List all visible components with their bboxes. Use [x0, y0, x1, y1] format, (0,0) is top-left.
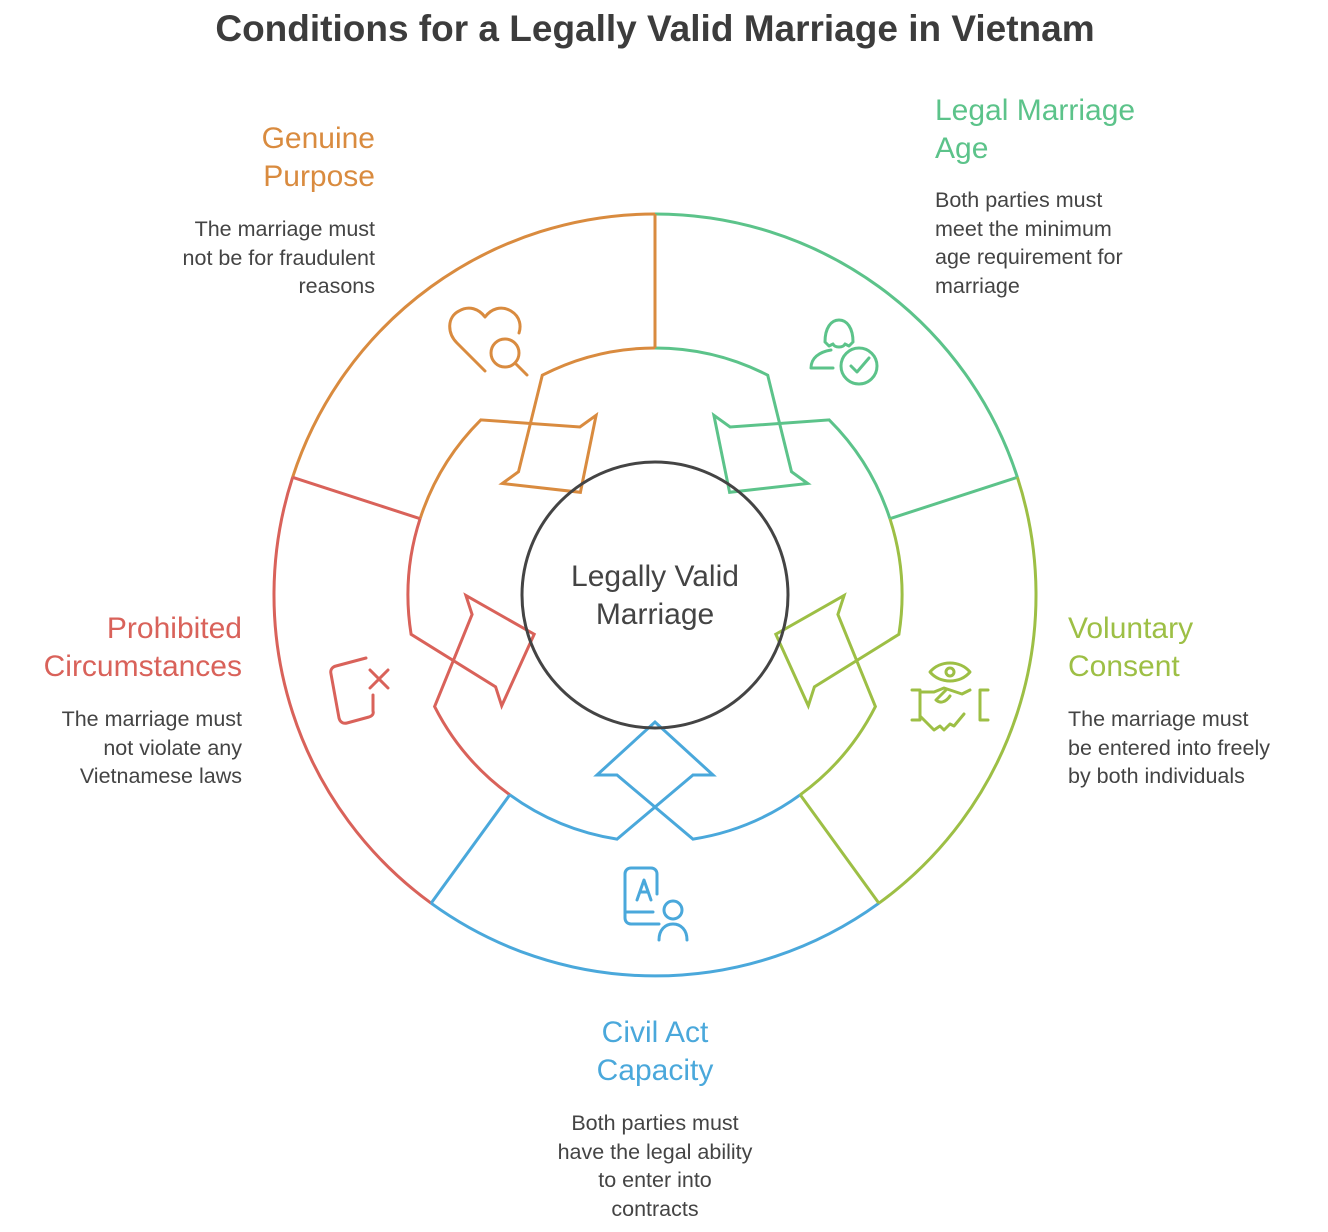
- center-label-line1: Legally Valid: [571, 560, 739, 593]
- arrow-voluntary-consent: [773, 518, 904, 797]
- outer-arc-voluntary-consent: [878, 476, 1038, 905]
- label-title-line: Age: [935, 132, 989, 165]
- desc-line: contracts: [611, 1196, 699, 1221]
- desc-legal-marriage-age: Both parties must meet the minimum age r…: [935, 186, 1123, 300]
- label-title-line: Civil Act: [601, 1016, 709, 1049]
- label-voluntary-consent: Voluntary Consent: [1068, 610, 1193, 686]
- label-title-line: Purpose: [263, 160, 375, 193]
- outer-arc-prohibited-circumstances: [272, 476, 432, 905]
- desc-line: Vietnamese laws: [79, 764, 242, 788]
- arrow-civil-act-capacity: [508, 719, 802, 841]
- label-title-line: Legal Marriage: [935, 94, 1136, 127]
- desc-line: meet the minimum: [935, 216, 1112, 241]
- outer-arc-genuine-purpose: [291, 212, 656, 478]
- desc-line: Both parties must: [935, 188, 1103, 212]
- desc-line: not violate any: [103, 735, 242, 760]
- desc-prohibited-circumstances: The marriage must not violate any Vietna…: [0, 705, 242, 791]
- center-circle: [520, 460, 790, 730]
- desc-line: be entered into freely: [1068, 735, 1270, 760]
- label-civil-act-capacity: Civil Act Capacity: [455, 1014, 855, 1090]
- label-genuine-purpose: Genuine Purpose: [75, 120, 375, 196]
- arrow-legal-marriage-age: [654, 346, 892, 520]
- arrow-prohibited-circumstances: [406, 518, 537, 797]
- desc-line: not be for fraudulent: [182, 245, 375, 270]
- desc-voluntary-consent: The marriage must be entered into freely…: [1068, 705, 1270, 791]
- desc-line: marriage: [935, 273, 1020, 298]
- desc-line: by both individuals: [1068, 764, 1245, 788]
- desc-line: The marriage must: [1068, 707, 1249, 731]
- arrow-genuine-purpose: [418, 346, 656, 520]
- outer-arc-civil-act-capacity: [430, 901, 880, 978]
- desc-line: have the legal ability: [557, 1139, 753, 1164]
- desc-line: to enter into: [598, 1168, 712, 1192]
- contract-person-icon: [623, 866, 689, 942]
- label-title-line: Voluntary: [1068, 612, 1194, 645]
- user-check-icon: [809, 318, 879, 386]
- diagram-title: Conditions for a Legally Valid Marriage …: [215, 8, 1095, 49]
- label-title-line: Prohibited: [106, 612, 242, 645]
- handshake-eye-icon: [910, 661, 990, 732]
- desc-line: The marriage must: [194, 217, 375, 241]
- document-x-icon: [329, 656, 390, 725]
- sector-divider-legal-marriage-age: [889, 475, 1018, 521]
- outer-arc-legal-marriage-age: [654, 212, 1019, 478]
- desc-line: age requirement for: [935, 245, 1123, 269]
- label-title-line: Genuine: [261, 122, 375, 155]
- center-label-line2: Marriage: [595, 598, 715, 631]
- desc-line: The marriage must: [61, 707, 242, 731]
- label-title-line: Circumstances: [43, 650, 242, 683]
- desc-genuine-purpose: The marriage must not be for fraudulent …: [75, 215, 375, 301]
- desc-line: Both parties must: [571, 1111, 739, 1135]
- center-label: Legally Valid Marriage: [525, 558, 785, 634]
- sector-divider-prohibited-circumstances: [292, 475, 421, 521]
- label-title-line: Capacity: [596, 1054, 714, 1087]
- heart-search-icon: [448, 306, 529, 377]
- desc-line: reasons: [298, 274, 376, 298]
- sector-divider-voluntary-consent: [798, 793, 881, 905]
- label-legal-marriage-age: Legal Marriage Age: [935, 92, 1135, 168]
- desc-civil-act-capacity: Both parties must have the legal ability…: [455, 1109, 855, 1223]
- sector-divider-civil-act-capacity: [429, 793, 512, 905]
- label-title-line: Consent: [1068, 650, 1180, 683]
- label-prohibited-circumstances: Prohibited Circumstances: [0, 610, 242, 686]
